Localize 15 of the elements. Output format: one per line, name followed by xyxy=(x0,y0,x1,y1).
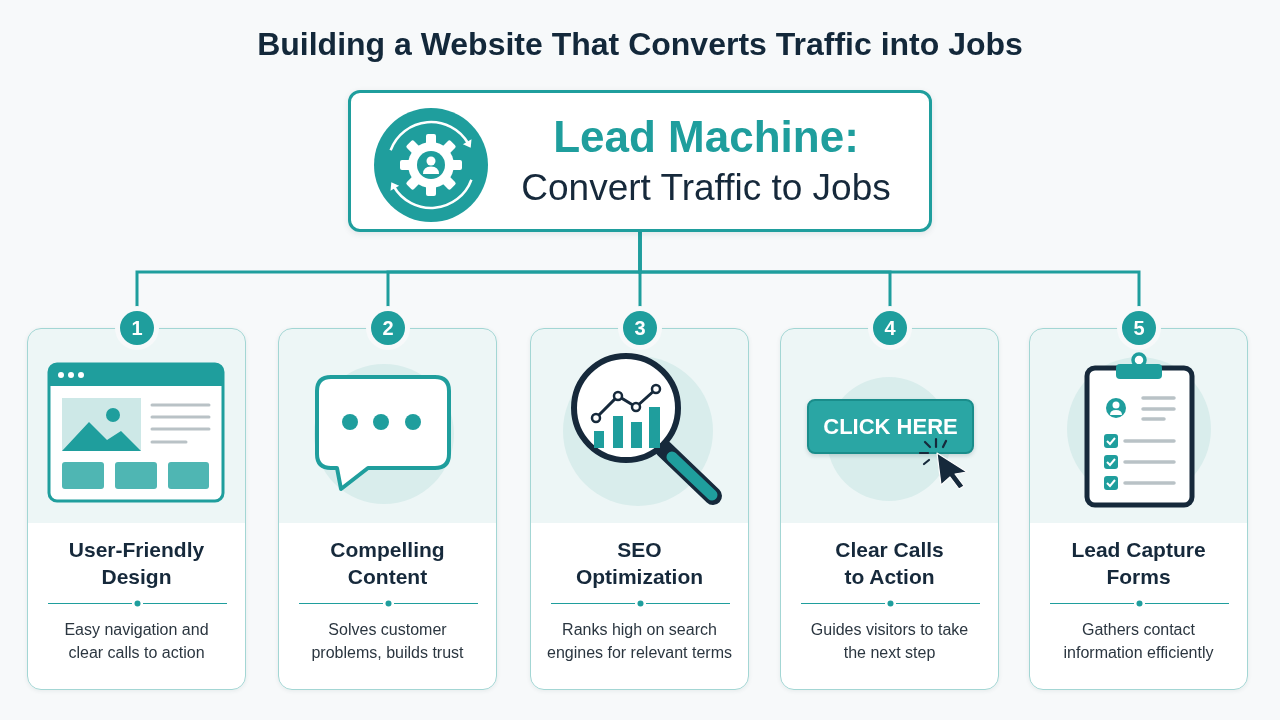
card-description: Gathers contact information efficiently xyxy=(1062,620,1215,663)
card-description: Guides visitors to take the next step xyxy=(809,620,970,663)
card-description: Solves customer problems, builds trust xyxy=(310,620,465,663)
hub-subtitle: Convert Traffic to Jobs xyxy=(521,167,891,210)
card-title: User-Friendly Design xyxy=(67,537,206,590)
page-title: Building a Website That Converts Traffic into Jobs xyxy=(257,25,1023,64)
hub-title: Lead Machine: xyxy=(553,112,859,163)
hub-box xyxy=(348,90,932,232)
card-description: Ranks high on search engines for relevant terms xyxy=(546,620,733,663)
card-title: Compelling Content xyxy=(329,537,446,590)
card-title: Lead Capture Forms xyxy=(1070,537,1207,590)
card-description: Easy navigation and clear calls to action xyxy=(63,620,210,663)
cta-button: CLICK HERE xyxy=(807,399,974,454)
card-title: SEO Optimization xyxy=(574,537,705,590)
card-title: Clear Calls to Action xyxy=(834,537,945,590)
